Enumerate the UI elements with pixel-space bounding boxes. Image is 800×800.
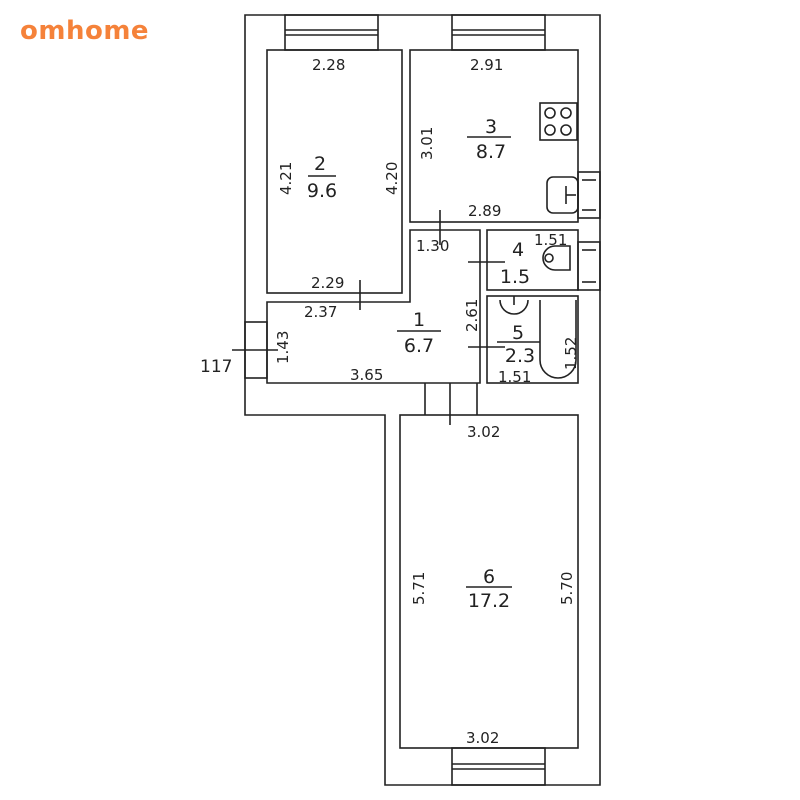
room-1-outline (266, 229, 481, 384)
dim-label: 117 (200, 357, 232, 377)
room-1-area: 6.7 (404, 335, 434, 357)
room-3-area: 8.7 (476, 141, 506, 163)
dim-label: 3.02 (467, 423, 500, 441)
brand-logo: omhome (20, 16, 150, 46)
dimension-labels: 2.28 4.21 4.20 2.29 2.91 3.01 2.89 1.30 … (200, 56, 580, 747)
dim-label: 4.20 (383, 162, 401, 195)
room-4-area: 1.5 (500, 266, 530, 288)
dim-label: 5.71 (410, 572, 428, 605)
dim-label: 1.51 (498, 368, 531, 386)
dim-label: 3.01 (418, 127, 436, 160)
dim-label: 3.65 (350, 366, 383, 384)
toilet-icon (542, 245, 571, 271)
dim-label: 2.28 (312, 56, 345, 74)
dim-label: 4.21 (277, 162, 295, 195)
room-3-number: 3 (485, 116, 497, 138)
room-2-number: 2 (314, 153, 326, 175)
room-1-number: 1 (413, 309, 425, 331)
dim-label: 3.02 (466, 729, 499, 747)
windows (284, 14, 601, 786)
dim-label: 1.52 (562, 337, 580, 370)
sink-icon (546, 176, 579, 214)
doors (232, 210, 505, 425)
dim-label: 2.37 (304, 303, 337, 321)
dim-label: 5.70 (558, 572, 576, 605)
dim-label: 2.89 (468, 202, 501, 220)
bathtub-icon (499, 296, 577, 379)
dim-label: 2.29 (311, 274, 344, 292)
dim-label: 2.61 (463, 299, 481, 332)
dim-label: 1.30 (416, 237, 449, 255)
dim-label: 1.51 (534, 231, 567, 249)
stove-icon (539, 102, 578, 141)
room-2-area: 9.6 (307, 180, 337, 202)
room-5-outline (486, 295, 579, 384)
dim-label: 2.91 (470, 56, 503, 74)
room-labels: 2 9.6 3 8.7 1 6.7 4 1.5 5 2.3 6 17.2 (307, 116, 540, 612)
room-5-area: 2.3 (505, 345, 535, 367)
dim-label: 1.43 (274, 331, 292, 364)
room-6-number: 6 (483, 566, 495, 588)
room-4-number: 4 (512, 239, 524, 261)
room-6-area: 17.2 (468, 590, 510, 612)
room-5-number: 5 (512, 322, 524, 344)
